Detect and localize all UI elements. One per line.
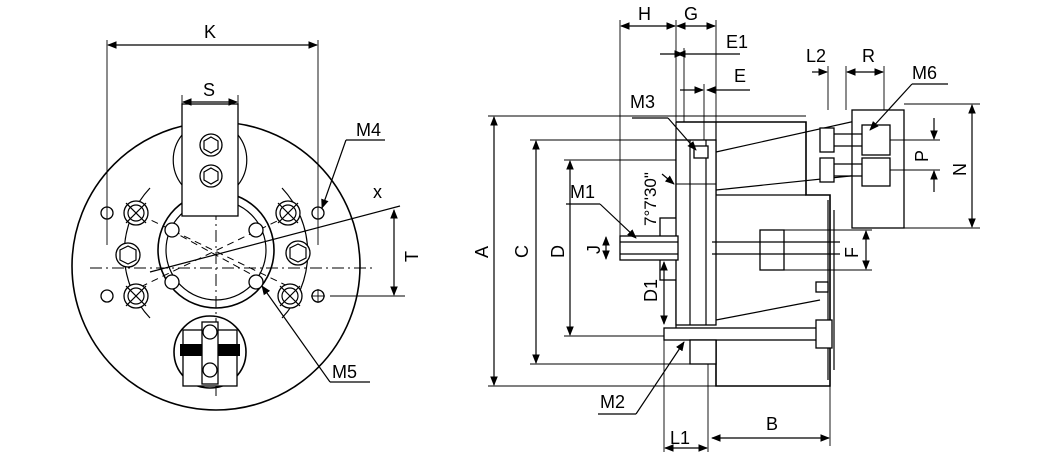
label-l1: L1 (670, 428, 690, 448)
jaw-bolt-m6 (861, 157, 891, 187)
label-h: H (638, 4, 651, 24)
label-angle: 7°7'30" (641, 172, 660, 226)
small-hole-icon (100, 289, 114, 303)
label-k: K (204, 22, 216, 42)
bolt-m2-head (815, 319, 833, 349)
m5-leader (261, 285, 331, 383)
bolt-construction-line (129, 209, 301, 293)
spigot (675, 139, 717, 326)
front-view: K S M4 x T M5 (71, 22, 422, 411)
m1-leader (599, 203, 637, 239)
label-f: F (842, 247, 862, 258)
label-d: D (548, 245, 568, 258)
bolt-construction-line (129, 209, 301, 293)
socket-bolt-icon (277, 283, 303, 309)
jaw-bolt-icon (202, 362, 218, 378)
socket-bolt-icon (123, 283, 149, 309)
label-s: S (203, 80, 215, 100)
bolt-m1-shank (619, 235, 679, 261)
small-hole-icon (248, 274, 264, 290)
label-m5: M5 (332, 362, 357, 382)
jaw-bolt-icon (202, 324, 218, 340)
label-c: C (512, 245, 532, 258)
m3-screw (693, 145, 709, 159)
label-d1: D1 (641, 279, 661, 302)
label-n: N (950, 163, 970, 176)
socket-bolt-icon (275, 200, 301, 226)
label-m3: M3 (630, 92, 655, 112)
upper-jaw (181, 103, 239, 217)
m2-leader (635, 341, 685, 415)
angle-leader (661, 173, 675, 185)
label-a: A (472, 246, 492, 258)
taper-line (715, 174, 861, 191)
label-j: J (584, 245, 604, 254)
bolt-m2-nut (689, 339, 717, 365)
label-e: E (734, 66, 746, 86)
bolt-construction-line (169, 229, 259, 279)
side-view: H G E1 E L2 R M6 M3 7°7'30" (472, 4, 980, 452)
label-l2: L2 (806, 46, 826, 66)
m3-leader (667, 117, 697, 151)
bolt-m2-shank (663, 327, 821, 341)
upper-jaw-slot (237, 134, 248, 186)
m4-leader (321, 139, 347, 209)
small-hole-icon (164, 222, 180, 238)
label-x: x (373, 182, 382, 202)
x-reference-line (149, 205, 401, 273)
label-m6: M6 (912, 63, 937, 83)
small-fitting (815, 281, 829, 293)
center-mark-hole-icon (311, 289, 325, 303)
hex-socket-icon (203, 136, 219, 154)
label-b: B (766, 414, 778, 434)
hex-socket-icon (203, 167, 219, 185)
label-m4: M4 (356, 120, 381, 140)
label-m1: M1 (570, 182, 595, 202)
jaw-screw-head (819, 157, 835, 183)
label-p: P (912, 150, 932, 162)
bolt-m1-head (759, 229, 785, 271)
upper-jaw-slot (172, 134, 183, 186)
m6-leader (869, 83, 913, 131)
jaw-bolt-m6 (861, 124, 891, 156)
label-r: R (862, 46, 875, 66)
socket-bolt-icon (115, 242, 141, 268)
socket-bolt-icon (285, 240, 311, 266)
label-m2: M2 (600, 392, 625, 412)
taper-line (715, 119, 861, 153)
small-hole-icon (164, 274, 180, 290)
small-hole-icon (248, 222, 264, 238)
lower-jaw-outline (173, 315, 247, 389)
label-g: G (684, 4, 698, 24)
socket-bolt-icon (123, 200, 149, 226)
label-e1: E1 (726, 32, 748, 52)
taper-line (715, 299, 821, 321)
jaw-screw-head (819, 127, 835, 153)
label-t: T (402, 251, 422, 262)
